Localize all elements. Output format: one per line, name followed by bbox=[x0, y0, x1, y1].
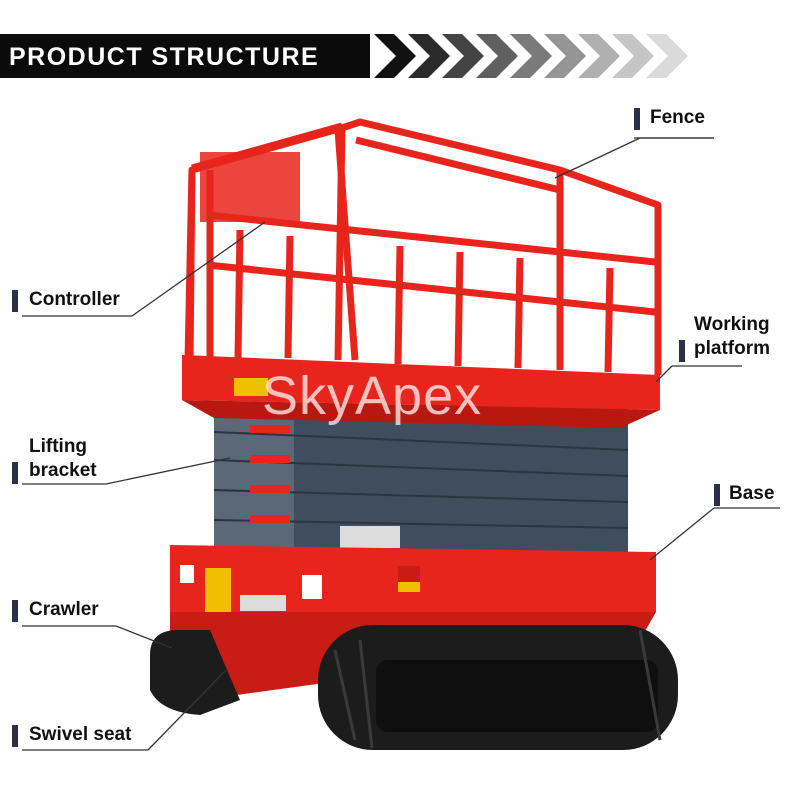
page-title: PRODUCT STRUCTURE bbox=[9, 43, 320, 71]
label-crawler: Crawler bbox=[29, 599, 99, 620]
label-controller: Controller bbox=[29, 289, 120, 310]
title-banner bbox=[0, 34, 370, 78]
banner-chevrons bbox=[374, 34, 688, 78]
crawler-graphic bbox=[150, 625, 678, 750]
label-lifting-bracket: Lifting bracket bbox=[29, 436, 97, 481]
label-swivel-seat: Swivel seat bbox=[29, 724, 132, 745]
label-fence: Fence bbox=[650, 107, 705, 128]
leader-lines bbox=[22, 137, 780, 751]
fence-graphic bbox=[184, 118, 662, 375]
lifting-bracket-graphic bbox=[213, 405, 629, 553]
label-base: Base bbox=[729, 483, 775, 504]
controller-graphic bbox=[200, 152, 300, 222]
label-working-platform: Working platform bbox=[694, 314, 770, 359]
watermark-text: SkyApex bbox=[262, 366, 483, 426]
working-platform-graphic bbox=[182, 355, 660, 428]
label-markers bbox=[12, 108, 720, 747]
